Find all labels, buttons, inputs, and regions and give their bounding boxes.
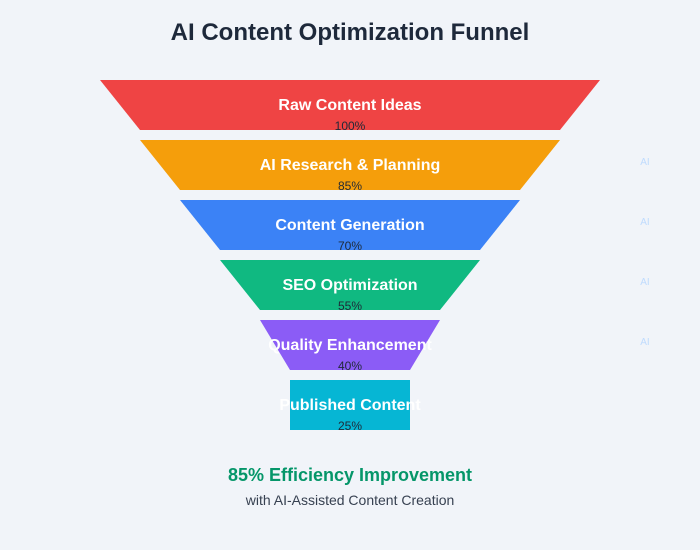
stage-percent: 55% — [338, 299, 362, 313]
efficiency-headline: 85% Efficiency Improvement — [228, 465, 472, 485]
stage-label: Published Content — [279, 397, 421, 414]
stage-percent: 70% — [338, 239, 362, 253]
stage-percent: 100% — [335, 119, 366, 133]
funnel-stage: Content Generation 70% — [180, 200, 520, 253]
stage-label: Content Generation — [275, 217, 424, 234]
stage-shape — [180, 200, 520, 250]
funnel-stage: Raw Content Ideas 100% — [100, 80, 600, 133]
ai-marker: AI — [640, 157, 649, 168]
ai-marker: AI — [640, 217, 649, 228]
stage-label: AI Research & Planning — [260, 157, 441, 174]
stage-label: Raw Content Ideas — [278, 97, 421, 114]
stage-shape — [140, 140, 560, 190]
stage-percent: 40% — [338, 359, 362, 373]
funnel-stage: AI Research & Planning 85% — [140, 140, 560, 193]
stage-percent: 25% — [338, 419, 362, 433]
stage-label: SEO Optimization — [282, 277, 417, 294]
ai-marker: AI — [640, 337, 649, 348]
stage-shape — [100, 80, 600, 130]
stage-shape — [290, 380, 410, 430]
efficiency-subtext: with AI-Assisted Content Creation — [245, 492, 455, 508]
stage-percent: 85% — [338, 179, 362, 193]
stage-label: Quality Enhancement — [268, 337, 432, 354]
funnel-stage: Published Content 25% — [279, 380, 421, 433]
funnel-stage: SEO Optimization 55% — [220, 260, 480, 313]
stage-shape — [260, 320, 440, 370]
funnel-stage: Quality Enhancement 40% — [260, 320, 440, 373]
page-title: AI Content Optimization Funnel — [171, 19, 530, 46]
ai-marker: AI — [640, 277, 649, 288]
stage-shape — [220, 260, 480, 310]
